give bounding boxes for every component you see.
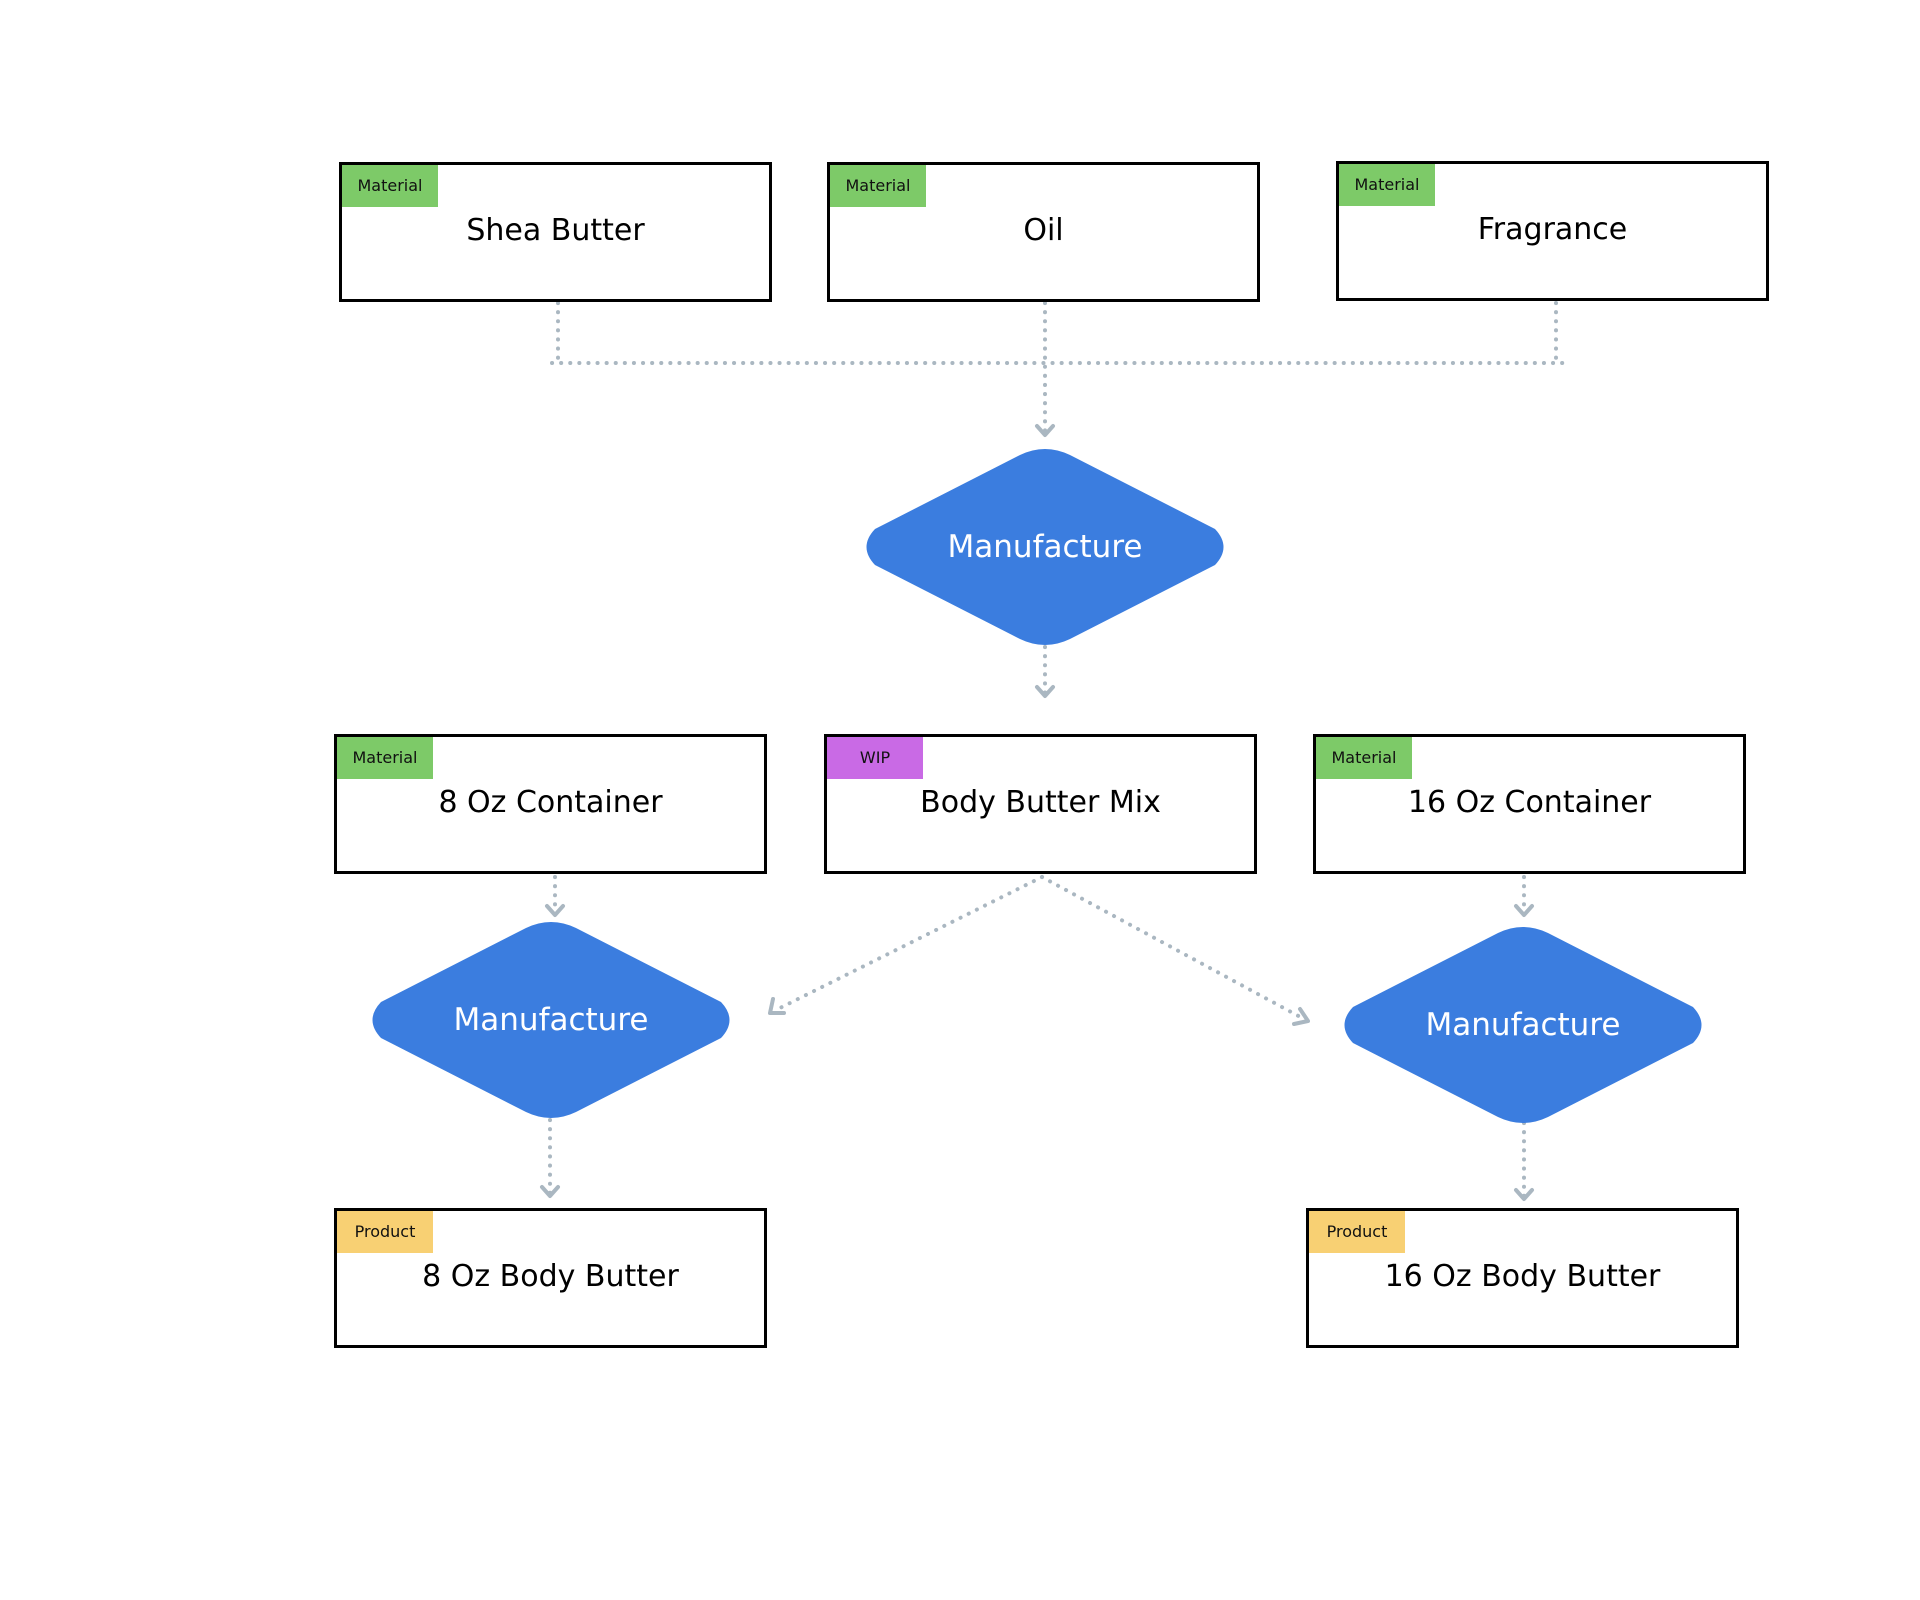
node-body-butter-mix[interactable]: WIP Body Butter Mix	[824, 734, 1257, 874]
diamond-shape	[372, 922, 730, 1118]
arrowhead-mix-right	[1292, 1007, 1310, 1026]
arrowhead-8oz-product	[540, 1185, 560, 1198]
material-tag: Material	[337, 737, 433, 779]
material-tag: Material	[1316, 737, 1412, 779]
material-tag: Material	[830, 165, 926, 207]
process-label: Manufacture	[1425, 1007, 1621, 1043]
node-label: Body Butter Mix	[920, 785, 1161, 820]
material-tag: Material	[342, 165, 438, 207]
process-label: Manufacture	[947, 529, 1143, 565]
node-label: Shea Butter	[466, 213, 645, 248]
process-manufacture-main[interactable]: Manufacture	[860, 447, 1230, 647]
node-label: 8 Oz Body Butter	[422, 1259, 679, 1294]
material-tag: Material	[1339, 164, 1435, 206]
arrowhead-mix-left	[768, 997, 786, 1015]
node-label: 8 Oz Container	[438, 785, 663, 820]
diamond-shape	[866, 449, 1224, 645]
arrowhead-body-butter-mix	[1035, 685, 1055, 698]
arrowhead-right-manufacture	[1514, 904, 1534, 917]
diamond-fill	[372, 922, 730, 1118]
product-tag: Product	[1309, 1211, 1405, 1253]
node-label: 16 Oz Container	[1407, 785, 1652, 820]
arrowheads	[540, 424, 1534, 1201]
node-label: 16 Oz Body Butter	[1384, 1259, 1661, 1294]
connector-mix-to-right	[1040, 875, 1306, 1021]
node-label: Fragrance	[1477, 212, 1628, 247]
connector-mix-to-left	[774, 875, 1044, 1012]
diamond-shape	[1344, 927, 1702, 1123]
wip-tag: WIP	[827, 737, 923, 779]
node-oil[interactable]: Material Oil	[827, 162, 1260, 302]
node-shea-butter[interactable]: Material Shea Butter	[339, 162, 772, 302]
diamond-fill	[866, 449, 1224, 645]
arrowhead-16oz-product	[1514, 1188, 1534, 1201]
node-8oz-body-butter[interactable]: Product 8 Oz Body Butter	[334, 1208, 767, 1348]
arrowhead-main-manufacture	[1035, 424, 1055, 437]
arrowhead-left-manufacture	[545, 904, 565, 917]
product-tag: Product	[337, 1211, 433, 1253]
node-16oz-container[interactable]: Material 16 Oz Container	[1313, 734, 1746, 874]
node-fragrance[interactable]: Material Fragrance	[1336, 161, 1769, 301]
node-16oz-body-butter[interactable]: Product 16 Oz Body Butter	[1306, 1208, 1739, 1348]
process-manufacture-8oz[interactable]: Manufacture	[366, 920, 736, 1120]
process-manufacture-16oz[interactable]: Manufacture	[1338, 925, 1708, 1125]
node-8oz-container[interactable]: Material 8 Oz Container	[334, 734, 767, 874]
node-label: Oil	[1023, 213, 1064, 248]
connector-lines	[548, 301, 1566, 1199]
process-label: Manufacture	[453, 1002, 649, 1038]
diamond-fill	[1344, 927, 1702, 1123]
